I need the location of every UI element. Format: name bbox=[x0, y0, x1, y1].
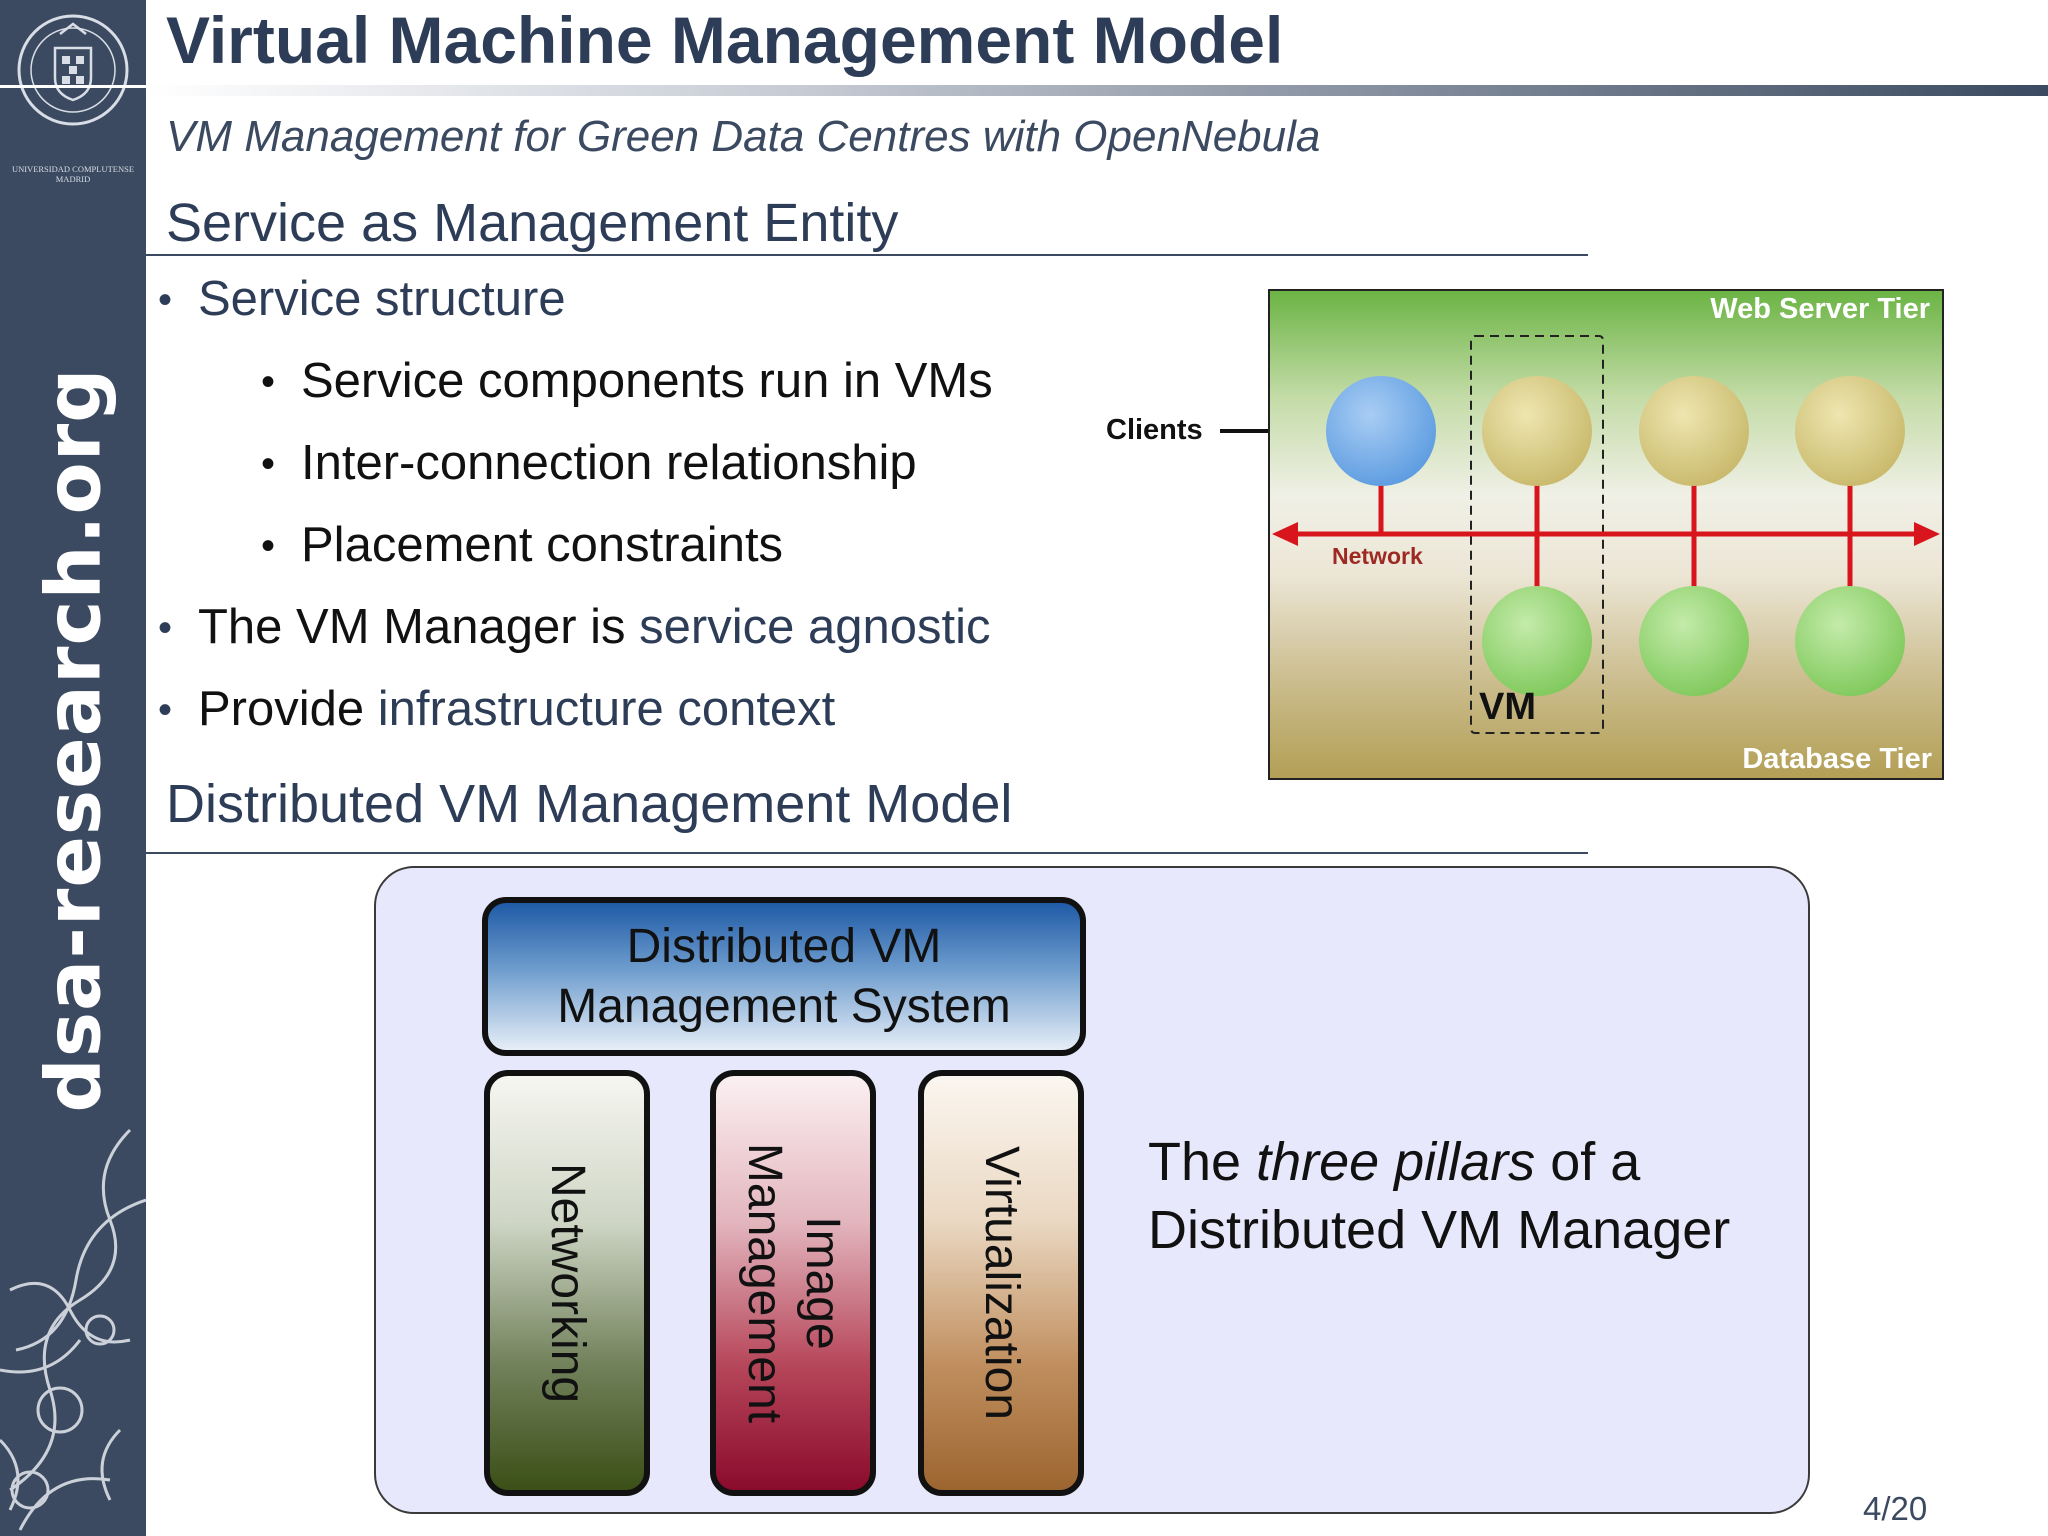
slide-title: Virtual Machine Management Model bbox=[166, 3, 1284, 77]
bullet-infrastructure-context: • Provide infrastructure context bbox=[158, 681, 835, 737]
pillars-caption: The three pillars of a Distributed VM Ma… bbox=[1148, 1132, 1731, 1260]
slide-subtitle: VM Management for Green Data Centres wit… bbox=[166, 112, 1321, 161]
bullet-dot: • bbox=[261, 360, 276, 404]
svg-text:MADRID: MADRID bbox=[56, 174, 90, 184]
bullet-dot: • bbox=[261, 442, 276, 486]
pillar-virtualization: Virtualization bbox=[918, 1070, 1084, 1496]
distributed-vm-system-box: Distributed VM Management System bbox=[482, 897, 1086, 1056]
pillar-virtualization-label: Virtualization bbox=[975, 1146, 1028, 1420]
web-server-node-2 bbox=[1639, 376, 1749, 486]
bullet-dot: • bbox=[261, 524, 276, 568]
pillar-image-management-label: Image Management bbox=[738, 1142, 849, 1424]
database-tier-label: Database Tier bbox=[1742, 743, 1932, 775]
bullet-dot: • bbox=[158, 606, 173, 650]
sub-bullet-interconnection: • Inter-connection relationship bbox=[261, 435, 917, 491]
section-rule-service bbox=[146, 254, 1588, 256]
pillar-networking-label: Networking bbox=[541, 1162, 594, 1404]
university-seal-icon: UNIVERSIDAD COMPLUTENSE MADRID bbox=[12, 14, 134, 184]
network-arrow-right-icon bbox=[1914, 522, 1940, 546]
web-server-tier-label: Web Server Tier bbox=[1710, 293, 1930, 325]
bullet-dot: • bbox=[158, 688, 173, 732]
brand-website-text: dsa-research.org bbox=[28, 367, 118, 1113]
decorative-swirl-icon bbox=[0, 1128, 146, 1531]
bullet-service-structure: • Service structure bbox=[158, 271, 566, 327]
title-rule bbox=[0, 85, 2048, 96]
clients-label: Clients bbox=[1106, 414, 1203, 446]
web-server-node-1 bbox=[1482, 376, 1592, 486]
database-node-2 bbox=[1639, 586, 1749, 696]
vm-boundary bbox=[1470, 335, 1604, 734]
distributed-vm-system-label: Distributed VM Management System bbox=[557, 919, 1011, 1033]
svg-text:UNIVERSIDAD COMPLUTENSE: UNIVERSIDAD COMPLUTENSE bbox=[12, 164, 134, 174]
client-node bbox=[1326, 376, 1436, 486]
section-heading-service: Service as Management Entity bbox=[166, 193, 899, 253]
network-label: Network bbox=[1332, 543, 1423, 569]
bullet-dot: • bbox=[158, 278, 173, 322]
section-heading-distributed: Distributed VM Management Model bbox=[166, 774, 1013, 834]
vm-label: VM bbox=[1479, 686, 1536, 728]
service-tier-diagram: Web Server Tier Database Tier Network VM bbox=[1268, 289, 1944, 780]
web-server-node-3 bbox=[1795, 376, 1905, 486]
page-number: 4/20 bbox=[1863, 1490, 1928, 1527]
bullet-service-agnostic: • The VM Manager is service agnostic bbox=[158, 599, 991, 655]
section-rule-distributed bbox=[146, 852, 1588, 854]
sub-bullet-placement: • Placement constraints bbox=[261, 517, 783, 573]
pillar-image-management: Image Management bbox=[710, 1070, 876, 1496]
pillar-networking: Networking bbox=[484, 1070, 650, 1496]
brand-sidebar: UNIVERSIDAD COMPLUTENSE MADRID dsa-resea… bbox=[0, 0, 146, 1536]
database-node-3 bbox=[1795, 586, 1905, 696]
service-diagram-graphic bbox=[1272, 335, 1940, 734]
network-arrow-left-icon bbox=[1272, 522, 1298, 546]
sub-bullet-components: • Service components run in VMs bbox=[261, 353, 993, 409]
database-node-1 bbox=[1482, 586, 1592, 696]
